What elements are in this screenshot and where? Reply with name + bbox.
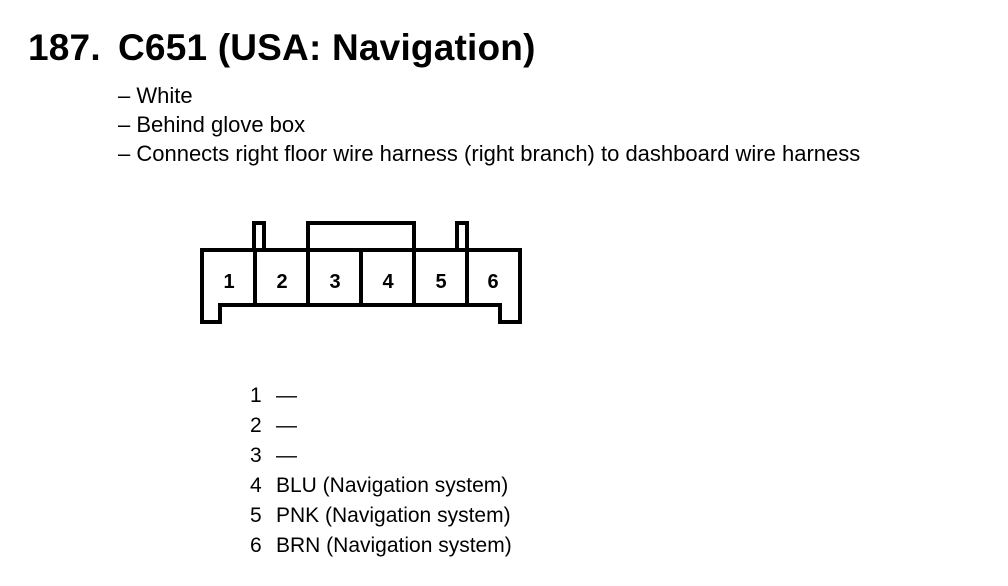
pin-description: — bbox=[276, 444, 297, 467]
pin-number: 5 bbox=[250, 504, 262, 527]
pin-number: 3 bbox=[250, 444, 262, 467]
pin-row: 1 — bbox=[250, 381, 512, 411]
pin-description: BRN (Navigation system) bbox=[276, 534, 512, 557]
detail-location: – Behind glove box bbox=[118, 112, 306, 137]
pin-row: 5 PNK (Navigation system) bbox=[250, 501, 512, 531]
pin-label-5: 5 bbox=[435, 271, 446, 293]
pin-label-3: 3 bbox=[329, 271, 340, 293]
pin-row: 2 — bbox=[250, 411, 512, 441]
section-number: 187. bbox=[28, 27, 101, 68]
pin-description: — bbox=[276, 384, 297, 407]
pin-number: 1 bbox=[250, 384, 262, 407]
pin-assignment-list: 1 — 2 — 3 — 4 BLU (Navigation system) 5 … bbox=[250, 381, 512, 561]
pin-number: 6 bbox=[250, 534, 262, 557]
connector-details: – White – Behind glove box – Connects ri… bbox=[118, 81, 860, 168]
pin-label-2: 2 bbox=[276, 271, 287, 293]
detail-color: – White bbox=[118, 83, 193, 108]
pin-description: PNK (Navigation system) bbox=[276, 504, 511, 527]
pin-number: 4 bbox=[250, 474, 262, 497]
pin-label-1: 1 bbox=[223, 271, 234, 293]
pin-description: BLU (Navigation system) bbox=[276, 474, 509, 497]
connector-lock-tab-left bbox=[252, 221, 266, 252]
connector-top-key bbox=[306, 221, 416, 252]
pin-row: 3 — bbox=[250, 441, 512, 471]
pin-description: — bbox=[276, 414, 297, 437]
pin-label-4: 4 bbox=[382, 271, 394, 293]
pin-row: 4 BLU (Navigation system) bbox=[250, 471, 512, 501]
connector-title: C651 (USA: Navigation) bbox=[118, 27, 536, 68]
connector-lock-tab-right bbox=[455, 221, 469, 252]
pin-row: 6 BRN (Navigation system) bbox=[250, 531, 512, 561]
page-title: 187. C651 (USA: Navigation) bbox=[28, 26, 536, 70]
pin-number: 2 bbox=[250, 414, 262, 437]
detail-connection: – Connects right floor wire harness (rig… bbox=[118, 141, 861, 166]
pin-label-6: 6 bbox=[487, 271, 498, 293]
